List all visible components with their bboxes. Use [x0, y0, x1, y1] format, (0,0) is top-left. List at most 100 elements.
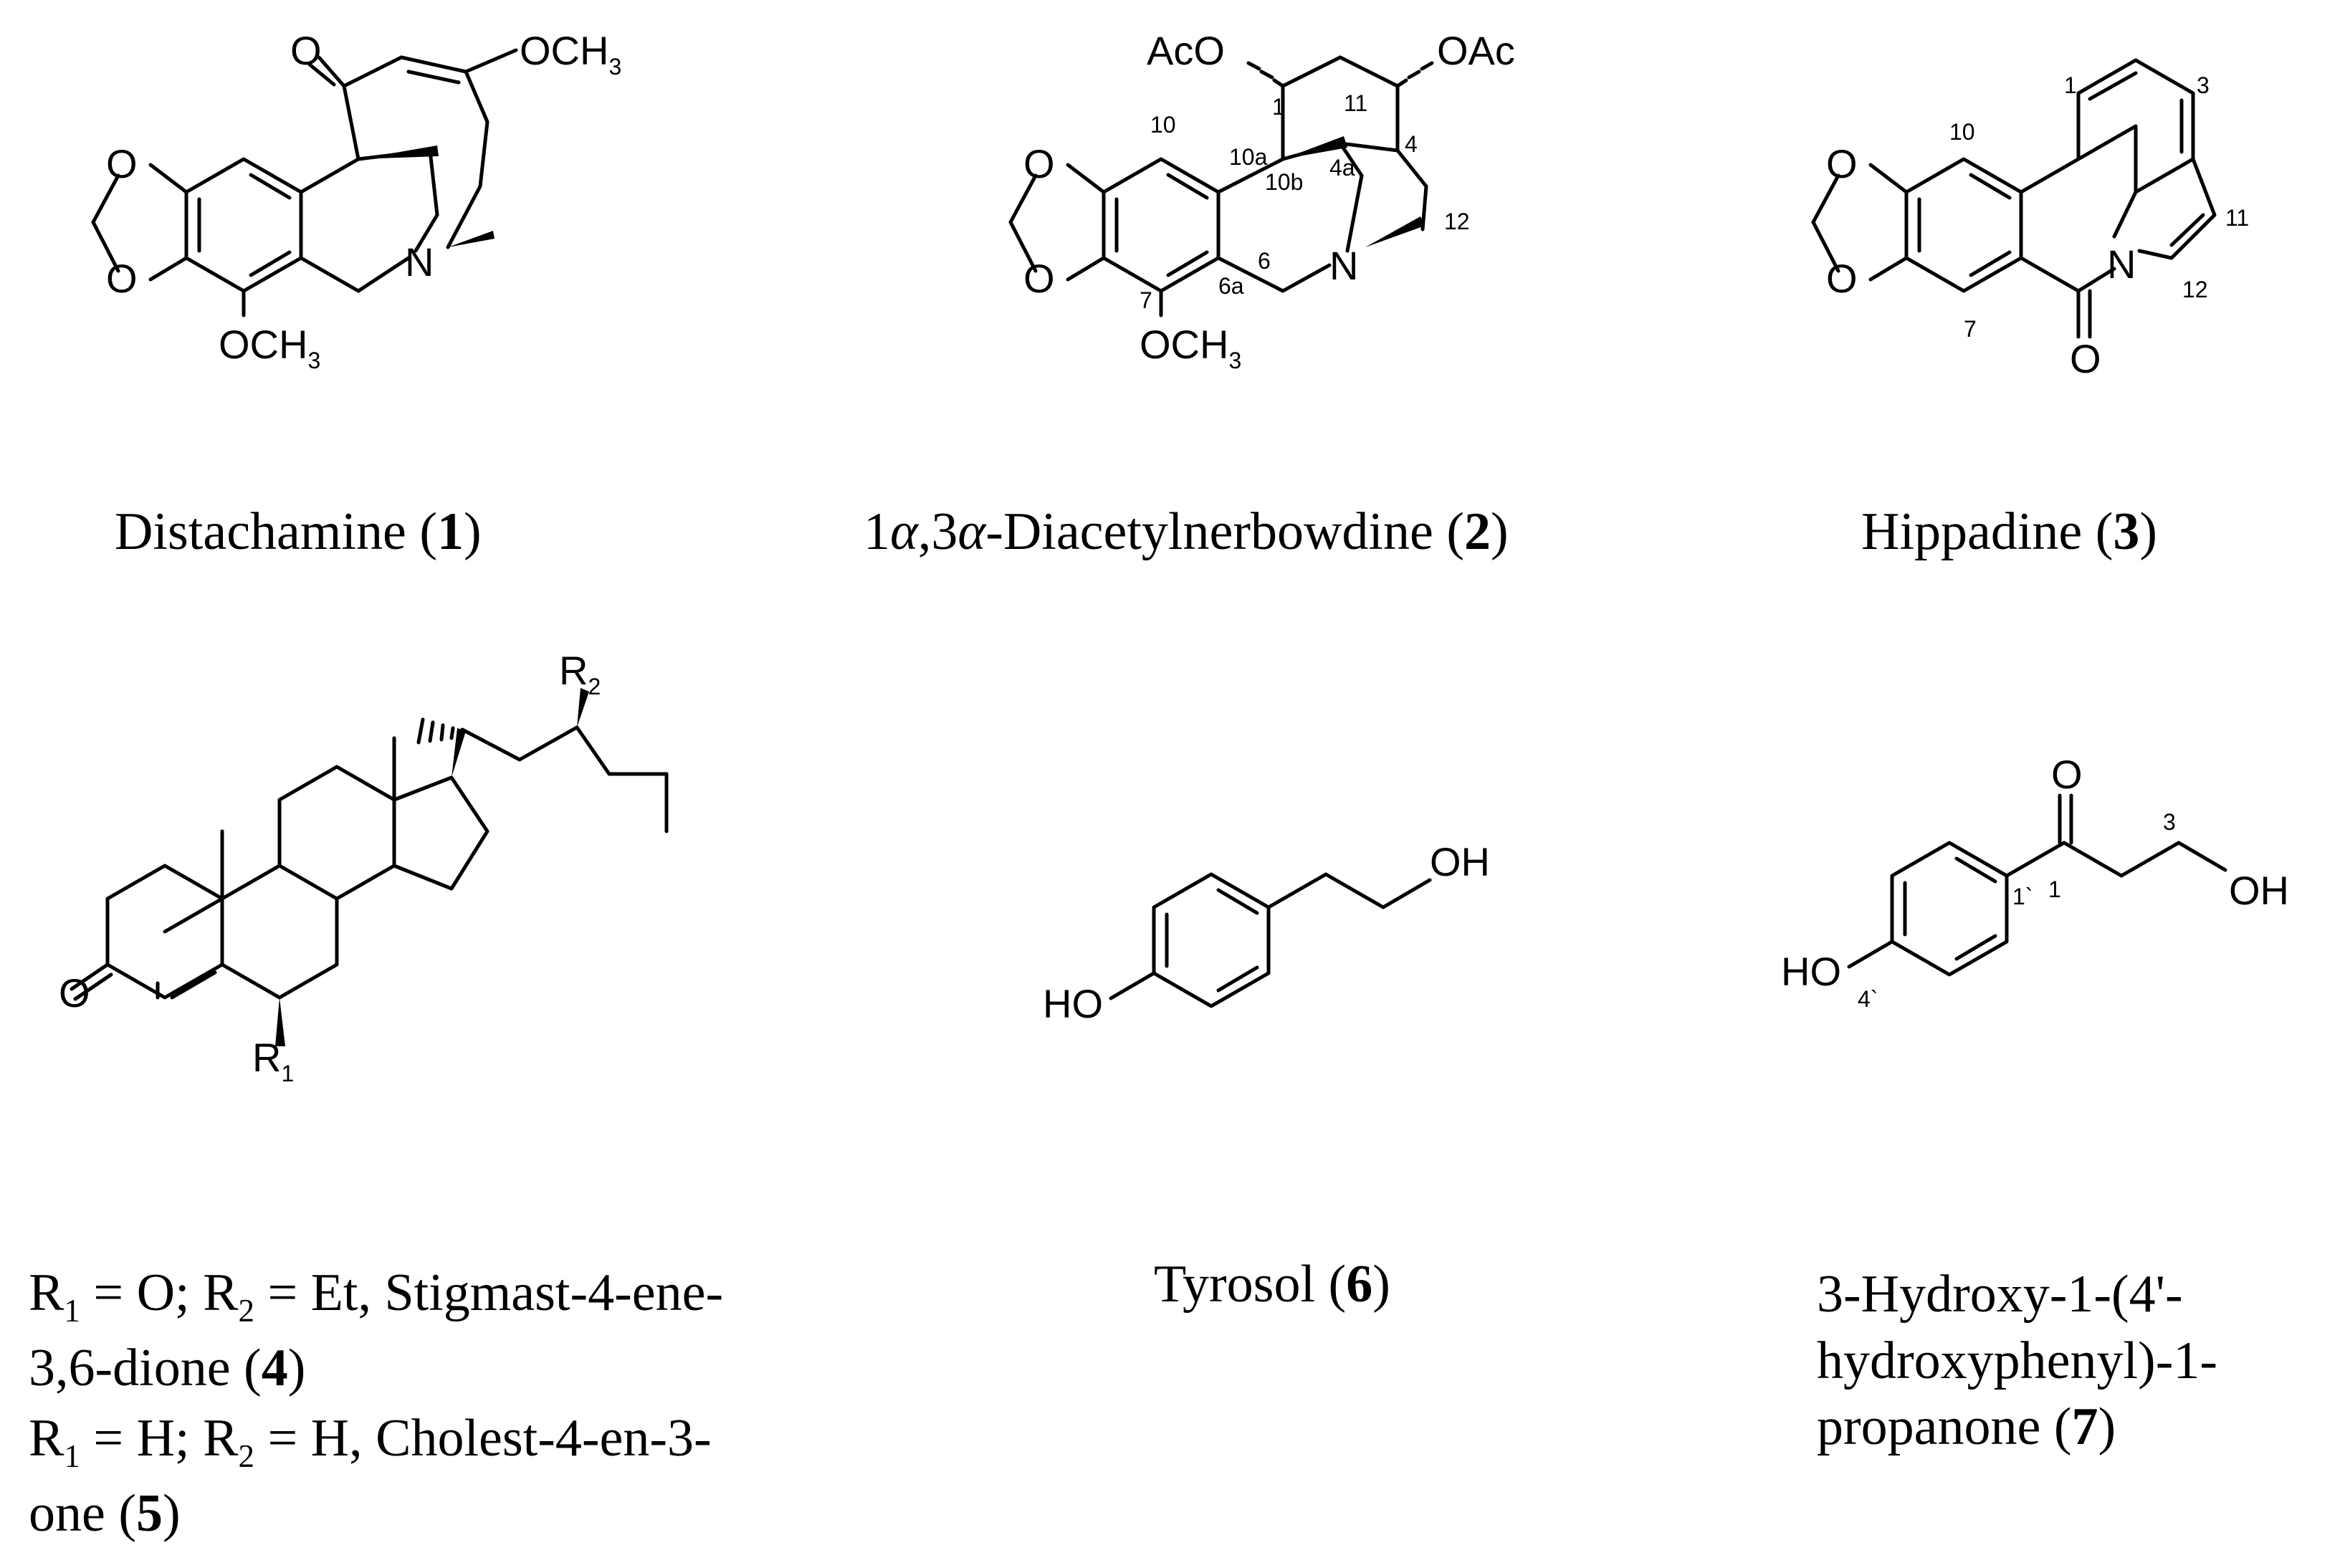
locant: 12	[2182, 277, 2208, 302]
bond	[478, 120, 489, 188]
bond	[220, 864, 339, 1000]
caption-line: 3,6-dione (4)	[29, 1338, 306, 1397]
wedge-bond	[577, 688, 589, 727]
bond	[2088, 71, 2138, 101]
locant: 7	[1140, 287, 1152, 313]
bond	[1811, 173, 1840, 224]
atom-oxygen: O	[59, 970, 90, 1015]
locant: 4	[1405, 131, 1418, 157]
caption-line: propanone (7)	[1817, 1397, 2116, 1456]
bond	[91, 173, 120, 224]
wedge-bond	[452, 728, 466, 778]
bond	[307, 62, 336, 87]
atom-hydroxyl: HO	[1043, 981, 1103, 1026]
bond	[2076, 124, 2138, 239]
locant: 4`	[1858, 986, 1878, 1012]
bond	[1281, 263, 1332, 293]
bond	[1847, 940, 1894, 969]
atom-nitrogen: N	[405, 239, 434, 285]
bond	[342, 55, 403, 88]
bond	[1381, 878, 1432, 909]
locant: 10a	[1229, 144, 1268, 170]
locant: 10b	[1265, 169, 1303, 195]
caption-hippadine: Hippadine (3)	[1861, 502, 2158, 561]
bond	[170, 970, 217, 1000]
atom-nitrogen: N	[2107, 242, 2136, 287]
bond	[249, 173, 292, 200]
caption-line: 3-Hydroxy-1-(4'-	[1817, 1265, 2183, 1324]
bond	[356, 256, 411, 293]
bond	[2169, 213, 2205, 247]
wedge-bond	[1283, 136, 1347, 159]
caption-line: R1 = O; R2 = Et, Stigmast-4-ene-	[29, 1263, 724, 1329]
wedge-bond	[358, 145, 439, 159]
caption-line: R1 = H; R2 = H, Cholest-4-en-3-	[29, 1409, 712, 1474]
locant: 1	[2064, 72, 2077, 98]
atom-oxygen: O	[1826, 256, 1858, 301]
bond	[446, 184, 482, 249]
bond	[2019, 157, 2081, 194]
bond	[70, 962, 110, 991]
locant: 1`	[2012, 884, 2033, 909]
atom-oxygen: O	[1023, 141, 1055, 186]
atom-methoxy: OCH3	[520, 28, 621, 80]
atom-hydroxyl: HO	[1781, 949, 1841, 994]
caption-line: one (5)	[29, 1483, 181, 1543]
bond	[1868, 163, 1909, 194]
bond	[399, 55, 468, 74]
locant: 11	[1344, 90, 1367, 116]
bond	[1216, 965, 1259, 993]
bond	[1066, 163, 1106, 194]
bond	[91, 220, 120, 273]
bond	[406, 70, 461, 85]
atom-oxygen: O	[1826, 141, 1858, 186]
atom-oxygen: O	[2051, 752, 2083, 797]
bond	[1868, 256, 1909, 282]
atom-oxygen: O	[106, 141, 138, 186]
bond	[1281, 55, 1342, 88]
caption-hydroxyphenyl-propanone: 3-Hydroxy-1-(4'- hydroxyphenyl)-1- propa…	[1817, 1261, 2217, 1461]
locant: 12	[1444, 209, 1470, 234]
caption-diacetylnerbowdine: 1α,3α-Diacetylnerbowdine (2)	[864, 502, 1509, 561]
bond	[460, 727, 522, 762]
bond	[2076, 267, 2116, 293]
atom-oxygen: O	[1023, 256, 1055, 301]
bond	[1395, 148, 1428, 188]
bond	[2005, 841, 2066, 878]
bond	[464, 48, 518, 74]
atom-hydroxyl: OH	[1430, 839, 1490, 884]
locant: 6	[1258, 248, 1271, 274]
locant: 1	[2048, 876, 2061, 902]
bond	[1954, 856, 1997, 884]
atom-methoxy: OCH3	[1140, 322, 1241, 373]
wedge-bond	[1365, 216, 1425, 247]
atom-oxygen: O	[290, 28, 322, 73]
bond	[73, 972, 113, 1001]
caption-tyrosol: Tyrosol (6)	[1154, 1255, 1390, 1314]
bond	[1008, 220, 1038, 273]
bond	[1008, 173, 1038, 224]
atom-r2: R2	[559, 648, 601, 699]
bond	[2076, 58, 2195, 194]
hashed-bond	[416, 717, 455, 745]
caption-line: hydroxyphenyl)-1-	[1817, 1331, 2217, 1390]
bond	[249, 250, 292, 277]
bond	[1109, 971, 1156, 1000]
bond	[1345, 173, 1364, 253]
wedge-bond	[275, 998, 285, 1046]
wedge-bond	[448, 231, 495, 247]
bond	[1216, 157, 1285, 194]
bond	[1811, 220, 1840, 273]
bond	[342, 84, 360, 161]
bond	[1216, 888, 1259, 915]
bond	[299, 157, 360, 194]
atom-acetoxy: OAc	[1437, 28, 1515, 73]
bond	[317, 55, 346, 88]
bond	[1969, 250, 2012, 277]
bond	[1969, 173, 2012, 200]
bond	[1954, 934, 1997, 961]
hashed-bond	[1246, 61, 1434, 88]
